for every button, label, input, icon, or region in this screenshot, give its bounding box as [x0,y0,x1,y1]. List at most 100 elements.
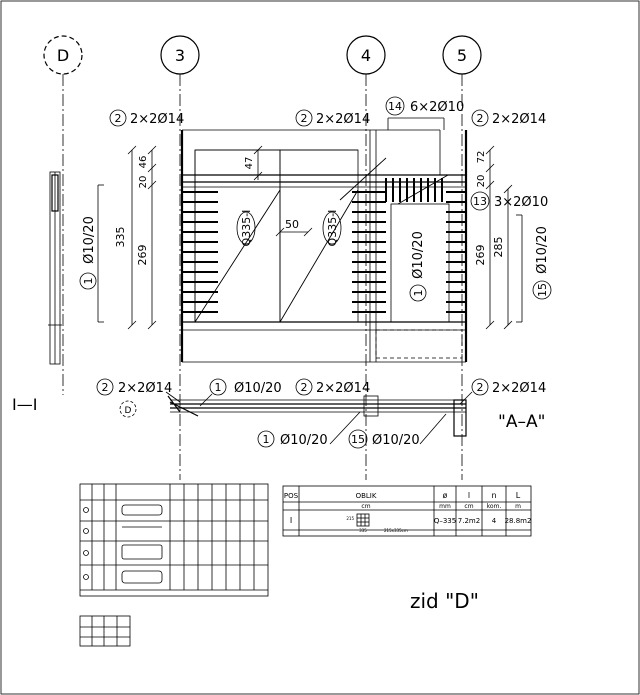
edge-bars-axis5 [446,191,466,313]
callout-top-right: 2 2×2Ø14 [471,109,546,127]
axis-lines [62,74,463,480]
svg-text:1: 1 [82,278,95,285]
svg-text:6×2Ø10: 6×2Ø10 [410,100,464,115]
svg-text:Ø10/20: Ø10/20 [535,226,550,274]
svg-text:2: 2 [115,112,122,125]
dim-chain-right [485,145,523,330]
mesh-table-header-oblik: OBLIK [356,492,377,500]
mesh-table-unit-mm: mm [439,503,451,510]
axis-5: 5 [442,35,482,75]
mesh-label-right-oval [322,211,342,245]
mesh-table-header-diameter: ø [443,491,448,500]
plan-callout-5: 1 Ø10/20 [257,411,361,448]
svg-text:Ø10/20: Ø10/20 [82,216,97,264]
section-title-a-a: "A–A" [498,412,545,432]
mesh-table-header-n: n [491,491,496,500]
dim-335: 335 [114,227,127,248]
svg-text:2×2Ø14: 2×2Ø14 [316,381,370,396]
mesh-table-unit-kom: kom. [487,503,502,510]
svg-text:Ø10/20: Ø10/20 [411,231,426,279]
callout-top-left: 2 2×2Ø14 [109,109,184,127]
mesh-label-left-oval [236,211,256,245]
svg-text:2: 2 [477,112,484,125]
small-marker: D [119,400,137,418]
mesh-table-length: 7.2m2 [458,517,480,525]
dim-285: 285 [492,237,505,258]
mesh-table-unit-cm2: cm [464,503,473,510]
svg-text:13: 13 [473,195,487,208]
mesh-table-diameter: Q–335 [434,517,456,525]
bar-label-left: 1 Ø10/20 [79,184,104,323]
edge-bars-axis4 [352,191,386,313]
bending-schedule-summary [79,615,131,647]
callout-pos13: 13 3×2Ø10 [470,191,548,211]
svg-text:Ø10/20: Ø10/20 [280,433,328,448]
mesh-label-right: Q335-I [326,210,339,247]
dim-chain-left [127,145,157,330]
section-i-i [48,171,62,365]
svg-text:3×2Ø10: 3×2Ø10 [494,195,548,210]
svg-text:2: 2 [102,381,109,394]
mesh-size: 215x335cm [384,528,408,533]
axis-4: 4 [346,35,386,75]
dim-47 [253,145,263,181]
callout-top-mid: 2 2×2Ø14 [295,109,370,127]
dim-50-label: 50 [285,218,299,231]
mesh-table [282,485,532,537]
mesh-label-left: Q335-I [240,210,253,247]
dim-72: 72 [476,151,487,164]
svg-text:15: 15 [351,433,365,446]
mesh-shape-icon [356,513,370,527]
mesh-table-header-pos: POS [284,492,299,500]
svg-text:15: 15 [536,283,549,297]
axis-3: 3 [160,35,200,75]
dim-269-right: 269 [474,245,487,266]
svg-text:2: 2 [477,381,484,394]
mesh-table-unit-cm: cm [361,503,370,510]
svg-text:1: 1 [412,290,425,297]
plan-section [167,395,467,437]
plan-callout-2: 1 Ø10/20 [199,378,282,407]
mesh-table-header-total: L [516,491,521,500]
bar-label-opening: 1 Ø10/20 [409,231,427,302]
dim-20-left: 20 [138,176,149,189]
axis-5-label: 5 [457,46,467,65]
svg-text:Ø10/20: Ø10/20 [372,433,420,448]
dim-50 [275,227,313,237]
dim-47-label: 47 [244,157,255,170]
lintel-bars [385,178,443,202]
svg-text:2×2Ø14: 2×2Ø14 [492,112,546,127]
svg-text:2: 2 [301,381,308,394]
svg-text:2×2Ø14: 2×2Ø14 [316,112,370,127]
axis-3-label: 3 [175,46,185,65]
dim-20-right: 20 [476,175,487,188]
plan-callout-1: 2 2×2Ø14 [96,378,181,403]
axis-d: D [43,35,83,75]
svg-text:2×2Ø14: 2×2Ø14 [492,381,546,396]
mesh-table-count: 4 [492,517,497,525]
bending-schedule [79,483,269,597]
svg-text:14: 14 [388,100,402,113]
section-mark-i-i: I—I [12,395,37,414]
mesh-table-header-l: l [468,491,470,500]
mesh-dim-a: 215 [346,516,354,521]
svg-text:D: D [125,406,132,416]
plan-callout-4: 2 2×2Ø14 [459,378,546,405]
svg-text:1: 1 [215,381,222,394]
svg-text:2×2Ø14: 2×2Ø14 [130,112,184,127]
mesh-table-unit-m: m [515,503,521,510]
svg-text:1: 1 [263,433,270,446]
mesh-table-pos: I [290,516,292,525]
edge-bars-left [182,191,218,313]
axis-4-label: 4 [361,46,371,65]
svg-text:Ø10/20: Ø10/20 [234,381,282,396]
callout-pos14: 14 6×2Ø10 [385,96,464,130]
axis-d-label: D [57,46,69,65]
mesh-dim-b: 335 [359,528,367,533]
plan-callout-6: 15 Ø10/20 [348,413,447,449]
svg-text:2: 2 [301,112,308,125]
plan-callout-3: 2 2×2Ø14 [295,378,370,396]
svg-text:2×2Ø14: 2×2Ø14 [118,381,172,396]
